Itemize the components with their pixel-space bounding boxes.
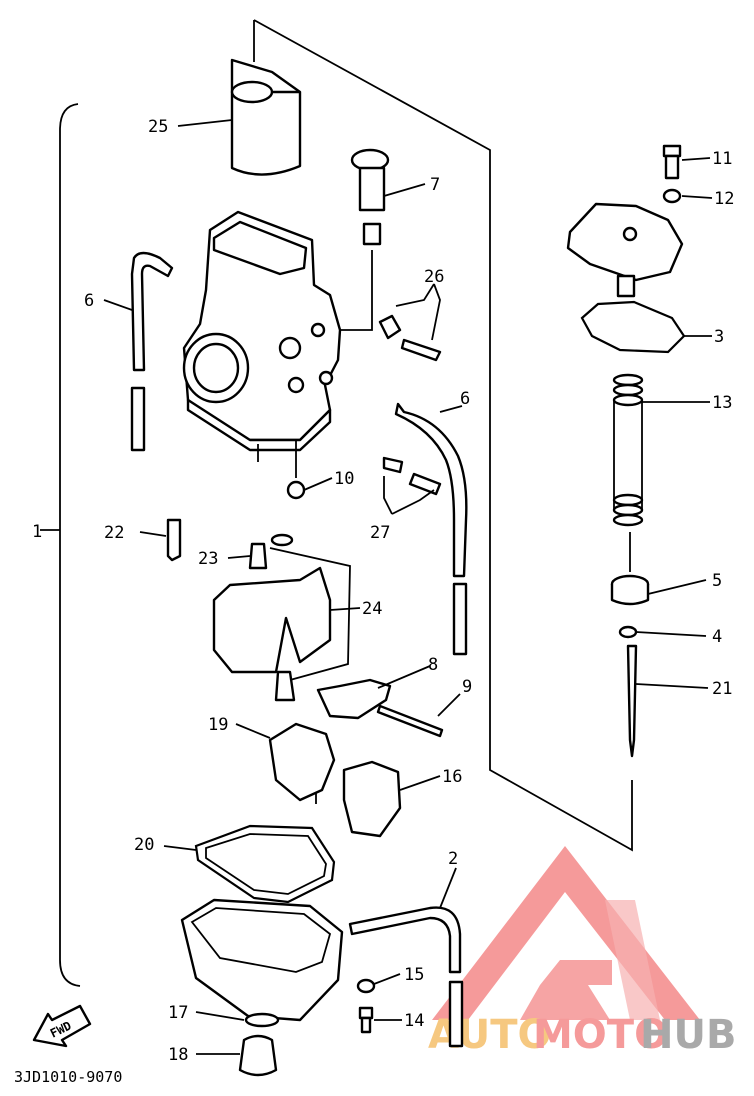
float-bowl: [180, 898, 344, 1028]
part-23-jet: [248, 542, 268, 570]
callout-5: 5: [712, 571, 722, 591]
watermark-moto: MOTO: [533, 1012, 668, 1058]
part-5-needle-holder: [610, 574, 650, 606]
callout-13: 13: [712, 393, 732, 413]
diagram-code: 3JD1010-9070: [14, 1068, 122, 1086]
leader-lines: [40, 119, 713, 1055]
part-15-washer: [356, 978, 376, 994]
callout-4: 4: [712, 627, 722, 647]
callout-15: 15: [404, 965, 424, 985]
watermark-brand-text: AUTO MOTO HUB: [428, 1012, 736, 1058]
callout-18: 18: [168, 1045, 188, 1065]
carb-top-cover: [566, 202, 684, 298]
part-3-gasket: [580, 300, 686, 354]
part-7-top-cap: [350, 148, 390, 246]
callout-6-left: 6: [84, 291, 94, 311]
part-6-right-hose: [394, 402, 468, 656]
callout-6-right: 6: [460, 389, 470, 409]
part-12-washer: [662, 188, 682, 204]
callout-9: 9: [462, 677, 472, 697]
part-27-pilot-screw: [382, 456, 442, 496]
callout-1: 1: [32, 522, 42, 542]
part-18-drain-plug: [238, 1034, 278, 1077]
fwd-arrow-icon: FWD: [32, 1004, 92, 1048]
callout-20: 20: [134, 835, 154, 855]
callout-labels: 25 7 6 26 6 10 1 22 27 23 24 8 9 19 16 2…: [32, 117, 734, 1065]
callout-23: 23: [198, 549, 218, 569]
callout-26: 26: [424, 267, 444, 287]
callout-22: 22: [104, 523, 124, 543]
callout-2: 2: [448, 849, 458, 869]
part-4-clip: [618, 625, 638, 639]
part-19-float: [268, 722, 336, 804]
part-9-pin: [376, 704, 444, 738]
callout-12: 12: [714, 189, 734, 209]
part-10-nut: [286, 480, 306, 500]
part-16-float: [342, 760, 402, 838]
callout-21: 21: [712, 679, 732, 699]
watermark-hub: HUB: [640, 1012, 736, 1058]
part-25-throttle-valve: [230, 58, 302, 176]
callout-19: 19: [208, 715, 228, 735]
callout-11: 11: [712, 149, 732, 169]
callout-24: 24: [362, 599, 382, 619]
callout-8: 8: [428, 655, 438, 675]
part-13-spring: [612, 373, 644, 527]
part-26-adjust-screw: [378, 314, 442, 362]
callout-25: 25: [148, 117, 168, 137]
carburetor-body: [182, 210, 342, 478]
part-6-left-hose: [130, 251, 174, 452]
part-14-screw: [358, 1006, 374, 1034]
callout-7: 7: [430, 175, 440, 195]
callout-17: 17: [168, 1003, 188, 1023]
callout-27: 27: [370, 523, 390, 543]
part-24-float: [212, 533, 351, 702]
part-11-screw: [662, 144, 682, 180]
part-8-float-arm: [316, 678, 392, 720]
part-21-jet-needle: [626, 644, 638, 758]
part-22-jet: [166, 518, 182, 562]
part-20-gasket: [194, 824, 336, 904]
watermark-auto: AUTO: [428, 1012, 552, 1058]
part-2-overflow-hose: [348, 906, 464, 1048]
watermark-logo: [432, 846, 700, 1020]
callout-14: 14: [404, 1011, 424, 1031]
callout-3: 3: [714, 327, 724, 347]
callout-10: 10: [334, 469, 354, 489]
callout-16: 16: [442, 767, 462, 787]
